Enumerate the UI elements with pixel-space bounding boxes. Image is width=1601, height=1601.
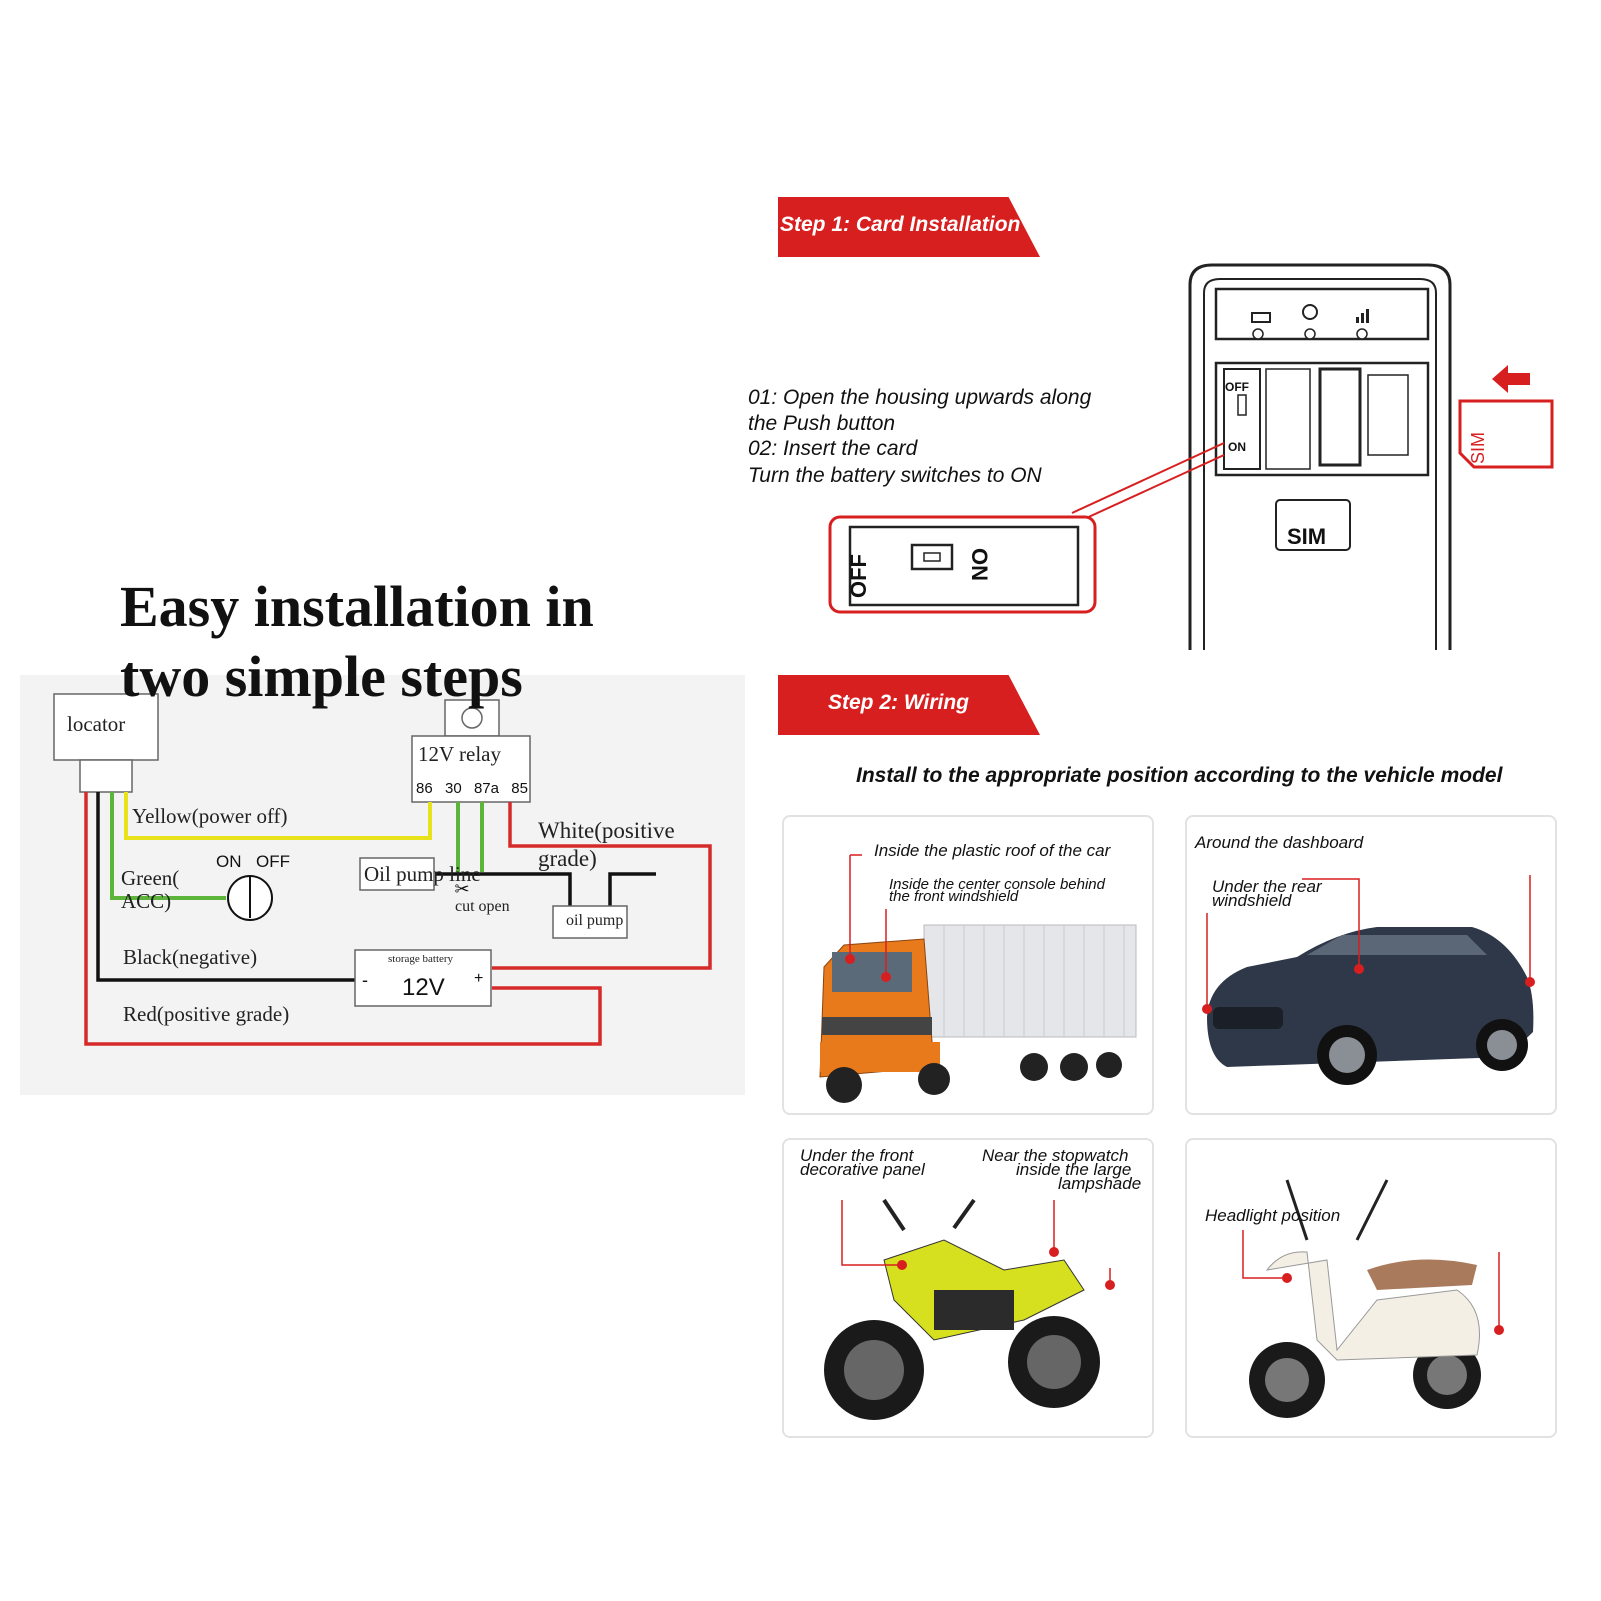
red-wire	[84, 792, 602, 1046]
battery-voltage: 12V	[402, 974, 445, 1001]
acc-switch-off-label: OFF	[256, 852, 290, 871]
locator-connector	[79, 759, 133, 793]
relay-pin-87a: 87a	[473, 780, 499, 797]
car-label-2: Under the rear	[1212, 877, 1322, 896]
step1-banner: Step 1: Card Installation	[778, 197, 1040, 257]
truck-label-1: Inside the plastic roof of the car	[874, 841, 1111, 860]
tray-switch-off: OFF	[1225, 380, 1249, 394]
car-label-3: windshield	[1212, 891, 1292, 910]
battery-box	[354, 949, 492, 1007]
relay-box	[411, 735, 531, 803]
satellite-icon	[1302, 304, 1318, 340]
scooter-label-1: Headlight position	[1205, 1206, 1341, 1225]
yellow-label: Yellow(power off)	[132, 804, 288, 828]
relay-pins: 86 30 87a 85	[416, 780, 528, 797]
motorcycle-label-1: Under the front	[800, 1146, 914, 1165]
zoom-switch-box	[828, 515, 1097, 614]
truck-illustration	[819, 854, 1137, 1103]
locator-label: locator	[67, 712, 126, 736]
oil-pump-line	[435, 872, 572, 906]
sim-slot-label: SIM	[1287, 524, 1327, 549]
car-illustration	[1202, 875, 1535, 1085]
scissors-icon: ✂	[454, 879, 469, 899]
green-label-2: ACC)	[121, 889, 172, 913]
car-label-1: Around the dashboard	[1195, 833, 1364, 852]
step1-banner-text: Step 1: Card Installation	[780, 213, 1021, 236]
tray-switch-on: ON	[1228, 440, 1246, 454]
green-label-1: Green(	[121, 866, 180, 890]
zoom-switch-off: OFF	[846, 554, 871, 598]
oil-pump-line-label: Oil pump line	[364, 862, 481, 886]
motorcycle-illustration	[824, 1198, 1115, 1420]
headline: Easy installation in two simple steps	[120, 572, 680, 712]
device-illustration	[828, 263, 1554, 650]
green-wire	[110, 792, 226, 900]
oil-pump-label: oil pump	[566, 912, 624, 929]
truck-label-2: Inside the center console behind	[889, 876, 1105, 893]
relay-label: 12V relay	[418, 742, 502, 766]
step1-instruction-4: Turn the battery switches to ON	[748, 464, 1042, 487]
sim-card-label: SIM	[1468, 431, 1488, 464]
battery-plus: +	[474, 970, 484, 987]
vehicle-card-scooter: Headlight position	[1185, 1138, 1557, 1438]
black-wire	[96, 792, 355, 982]
red-wire-relay	[492, 802, 712, 970]
battery-icon	[1251, 312, 1271, 340]
step1-instruction-3: 02: Insert the card	[748, 437, 918, 460]
motorcycle-label-4: inside the large	[1016, 1160, 1132, 1179]
battery-label: storage battery	[388, 953, 454, 965]
motorcycle-label-2: decorative panel	[800, 1160, 925, 1179]
red-label: Red(positive grade)	[123, 1002, 290, 1026]
step2-banner: Step 2: Wiring	[778, 675, 1040, 735]
sim-card	[1458, 399, 1554, 469]
scooter-illustration	[1242, 1179, 1504, 1418]
step1-instruction-1: 01: Open the housing upwards along	[748, 386, 1092, 409]
acc-switch-on-label: ON	[216, 852, 242, 871]
truck-label-3: the front windshield	[889, 888, 1019, 905]
zoom-switch-on: ON	[967, 548, 992, 581]
vehicle-card-car: Around the dashboard Under the rear wind…	[1185, 815, 1557, 1115]
motorcycle-label-3: Near the stopwatch	[982, 1146, 1129, 1165]
yellow-wire	[124, 792, 432, 840]
black-label: Black(negative)	[123, 945, 258, 969]
white-label-1: White(positive	[538, 818, 675, 843]
relay-top-tab	[444, 699, 500, 737]
step2-banner-text: Step 2: Wiring	[828, 691, 969, 714]
wiring-lines: ✂	[53, 693, 712, 1046]
motorcycle-label-5: lampshade	[1058, 1174, 1142, 1193]
step2-subtitle: Install to the appropriate position acco…	[856, 764, 1503, 787]
oil-pump-line-box	[359, 857, 435, 891]
relay-pin-86: 86	[416, 780, 433, 797]
relay-pin-30: 30	[444, 780, 462, 797]
vehicle-card-truck: Inside the plastic roof of the car Insid…	[782, 815, 1154, 1115]
vehicle-card-motorcycle: Under the front decorative panel Near th…	[782, 1138, 1154, 1438]
insert-arrow-icon	[1492, 365, 1530, 393]
signal-icon	[1356, 309, 1369, 340]
headline-line-1: Easy installation in	[120, 574, 594, 639]
step1-instruction-2: the Push button	[748, 412, 896, 435]
headline-line-2: two simple steps	[120, 644, 523, 709]
relay-pin-85: 85	[511, 780, 528, 797]
white-label-2: grade)	[538, 846, 597, 871]
oil-pump-box	[552, 905, 628, 939]
locator-box	[53, 693, 159, 761]
battery-minus: -	[362, 970, 368, 990]
cut-open-label: cut open	[455, 898, 510, 915]
